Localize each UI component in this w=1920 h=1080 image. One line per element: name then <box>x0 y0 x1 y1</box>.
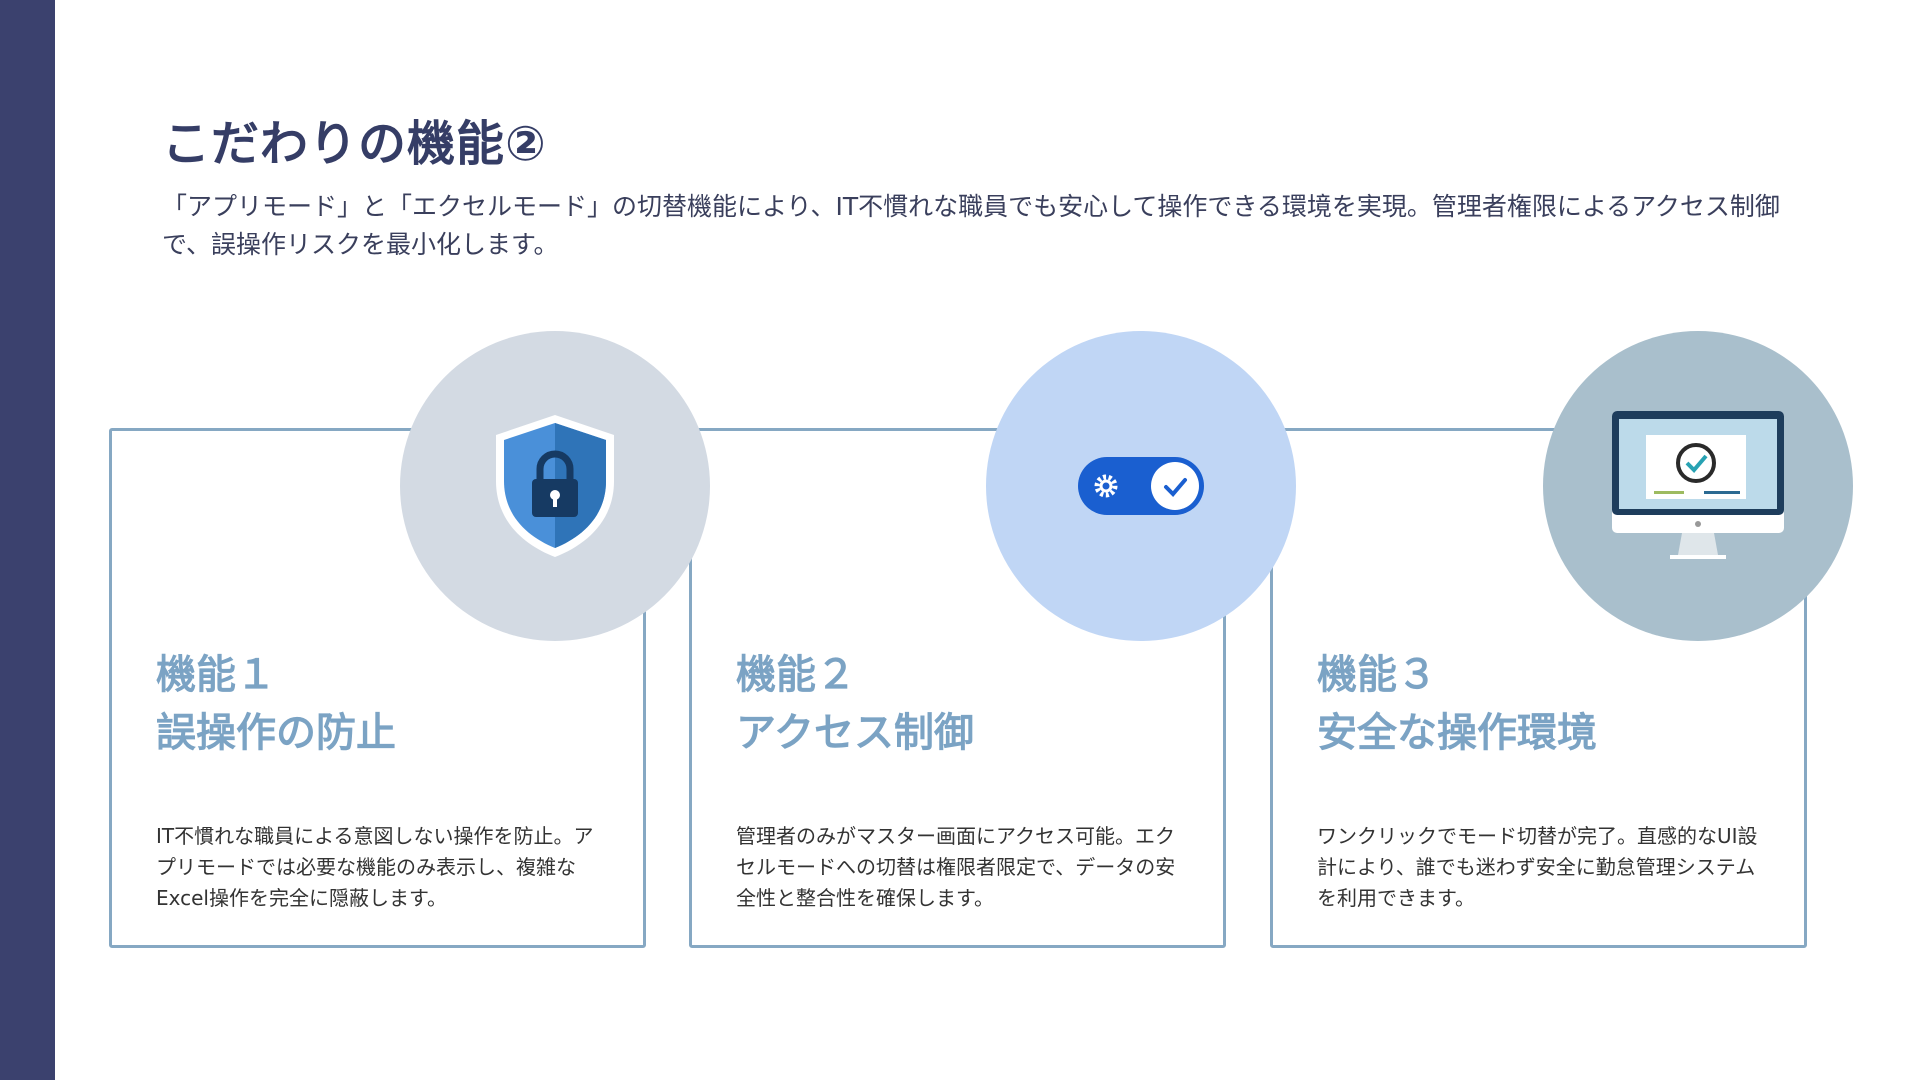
feature-name: アクセス制御 <box>736 710 974 756</box>
feature-number: 機能１ <box>156 652 276 698</box>
page-title: こだわりの機能② <box>162 116 547 172</box>
feature-description: ワンクリックでモード切替が完了。直感的なUI設計により、誰でも迷わず安全に勤怠管… <box>1317 824 1758 910</box>
feature-icon-circle-3 <box>1543 331 1853 641</box>
monitor-check-icon <box>1612 411 1784 559</box>
feature-description: 管理者のみがマスター画面にアクセス可能。エクセルモードへの切替は権限者限定で、デ… <box>736 824 1176 910</box>
feature-icon-circle-1 <box>400 331 710 641</box>
feature-icon-circle-2 <box>986 331 1296 641</box>
feature-number: 機能３ <box>1317 652 1437 698</box>
feature-number: 機能２ <box>736 652 856 698</box>
intro-text: 「アプリモード」と「エクセルモード」の切替機能により、IT不慣れな職員でも安心し… <box>162 192 1780 259</box>
shield-lock-icon <box>496 415 614 557</box>
feature-name: 誤操作の防止 <box>156 710 396 756</box>
sidebar-accent <box>0 0 55 1080</box>
toggle-switch-icon <box>1078 457 1204 515</box>
feature-name: 安全な操作環境 <box>1317 710 1597 756</box>
feature-description: IT不慣れな職員による意図しない操作を防止。アプリモードでは必要な機能のみ表示し… <box>156 824 594 910</box>
